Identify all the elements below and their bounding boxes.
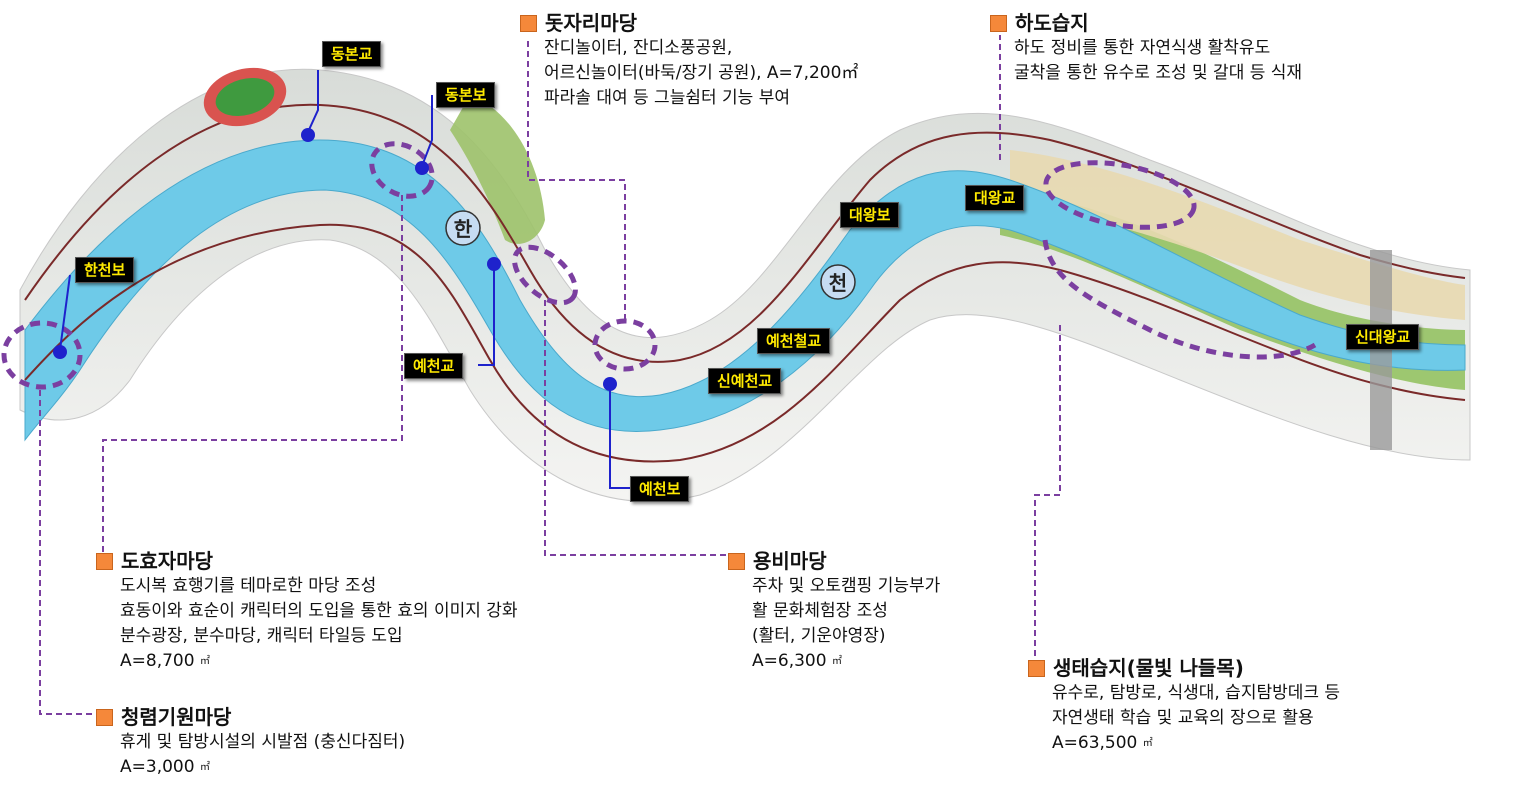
bullet-square-icon (96, 708, 113, 726)
section-saengtae-line-1: 유수로, 탐방로, 식생대, 습지탐방데크 등 (1052, 683, 1341, 703)
pointer-yecheongyo (478, 264, 495, 366)
section-saengtae-line-2: 자연생태 학습 및 교육의 장으로 활용 (1052, 708, 1314, 728)
levee-line-south (24, 223, 1466, 463)
section-yongbi: 용비마당 주차 및 오토캠핑 기능부가 활 문화체험장 조성 (활터, 기운야영… (728, 548, 940, 674)
section-yongbi-line-2: 활 문화체험장 조성 (752, 601, 888, 621)
section-saengtae: 생태습지(물빛 나들목) 유수로, 탐방로, 식생대, 습지탐방데크 등 자연생… (1028, 655, 1340, 756)
pointer-yecheonbo (609, 384, 630, 489)
section-cheongnyeom-title: 청렴기원마당 (121, 705, 232, 729)
bridge-sindaewang (1370, 250, 1392, 450)
zone-dohyoja-marker (369, 141, 435, 199)
section-dohyoja-line-1: 도시복 효행기를 테마로한 마당 조성 (120, 576, 377, 596)
section-saengtae-title: 생태습지(물빛 나들목) (1053, 656, 1244, 680)
label-sinyecheongyo: 신예천교 (708, 368, 782, 394)
label-hancheonbo: 한천보 (75, 257, 135, 283)
section-yongbi-line-3: (활터, 기운야영장) (752, 626, 886, 646)
section-dotjari-line-2: 어르신놀이터(바둑/장기 공원), A=7,200㎡ (544, 63, 859, 83)
river-name-cheon-text: 천 (829, 271, 847, 295)
label-dongbonbo: 동본보 (436, 82, 496, 108)
section-dohyoja-line-3: 분수광장, 분수마당, 캐릭터 타일등 도입 (120, 626, 403, 646)
section-dohyoja-area: A=8,700 ㎡ (120, 651, 210, 671)
section-yongbi-area: A=6,300 ㎡ (752, 651, 842, 671)
section-dohyoja-title: 도효자마당 (121, 549, 213, 573)
section-dohyoja-line-2: 효동이와 효순이 캐릭터의 도입을 통한 효의 이미지 강화 (120, 601, 518, 621)
label-yecheoncheolgyo: 예천철교 (757, 328, 831, 354)
section-hado-line-1: 하도 정비를 통한 자연식생 활착유도 (1014, 38, 1271, 58)
zone-dotjari-marker (592, 318, 658, 372)
leader-dotjari (527, 40, 626, 320)
section-hado-line-2: 굴착을 통한 유수로 조성 및 갈대 등 식재 (1014, 63, 1303, 83)
river-name-cheon (820, 264, 856, 300)
river-name-han-text: 한 (454, 217, 473, 241)
leader-dohyoja (102, 195, 403, 555)
pointer-dongbonbo (421, 95, 433, 167)
section-cheongnyeom-area: A=3,000 ㎡ (120, 757, 210, 777)
marker-yecheongyo (487, 257, 501, 271)
bullet-square-icon (96, 552, 113, 570)
leader-saengtae (1034, 325, 1061, 660)
section-yongbi-title: 용비마당 (753, 549, 827, 573)
label-yecheongyo: 예천교 (404, 353, 464, 379)
section-cheongnyeom: 청렴기원마당 휴게 및 탐방시설의 시발점 (충신다짐터) A=3,000 ㎡ (96, 704, 405, 780)
label-dongbongyo: 동본교 (322, 41, 382, 67)
marker-dongbongyo (301, 128, 315, 142)
leader-yongbi (544, 300, 730, 556)
marker-hancheonbo (53, 345, 67, 359)
zone-hado-marker (1043, 160, 1197, 230)
pointer-dongbongyo (307, 70, 319, 133)
section-hado-title: 하도습지 (1015, 11, 1089, 35)
section-cheongnyeom-line-1: 휴게 및 탐방시설의 시발점 (충신다짐터) (120, 732, 406, 752)
levee-line-north (24, 103, 1466, 363)
section-dotjari: 돗자리마당 잔디놀이터, 잔디소풍공원, 어르신놀이터(바둑/장기 공원), A… (520, 10, 858, 111)
marker-yecheonbo (603, 377, 617, 391)
section-saengtae-area: A=63,500 ㎡ (1052, 733, 1153, 753)
zone-yongbi-marker (512, 244, 578, 306)
label-yecheonbo: 예천보 (630, 476, 690, 502)
pointer-hancheonbo (59, 274, 71, 351)
bullet-square-icon (728, 552, 745, 570)
section-hado: 하도습지 하도 정비를 통한 자연식생 활착유도 굴착을 통한 유수로 조성 및… (990, 10, 1302, 86)
section-dotjari-line-3: 파라솔 대여 등 그늘쉼터 기능 부여 (544, 88, 790, 108)
zone-cheongnyeom-marker (1, 320, 83, 390)
bullet-square-icon (990, 14, 1007, 32)
label-daewangbo: 대왕보 (840, 202, 900, 228)
sand-area-east (1010, 150, 1465, 320)
stadium (203, 67, 287, 127)
bullet-square-icon (1028, 659, 1045, 677)
label-daewanggyo: 대왕교 (965, 185, 1025, 211)
leader-cheongnyeom (39, 390, 95, 715)
river-name-han (445, 210, 481, 246)
section-dotjari-title: 돗자리마당 (545, 11, 637, 35)
park-area-north (450, 95, 545, 244)
label-sindaewanggyo: 신대왕교 (1346, 324, 1420, 350)
bullet-square-icon (520, 14, 537, 32)
zone-saengtae-marker (1042, 239, 1317, 360)
marker-dongbonbo (415, 161, 429, 175)
section-dotjari-line-1: 잔디놀이터, 잔디소풍공원, (544, 38, 733, 58)
section-dohyoja: 도효자마당 도시복 효행기를 테마로한 마당 조성 효동이와 효순이 캐릭터의 … (96, 548, 518, 674)
section-yongbi-line-1: 주차 및 오토캠핑 기능부가 (752, 576, 941, 596)
